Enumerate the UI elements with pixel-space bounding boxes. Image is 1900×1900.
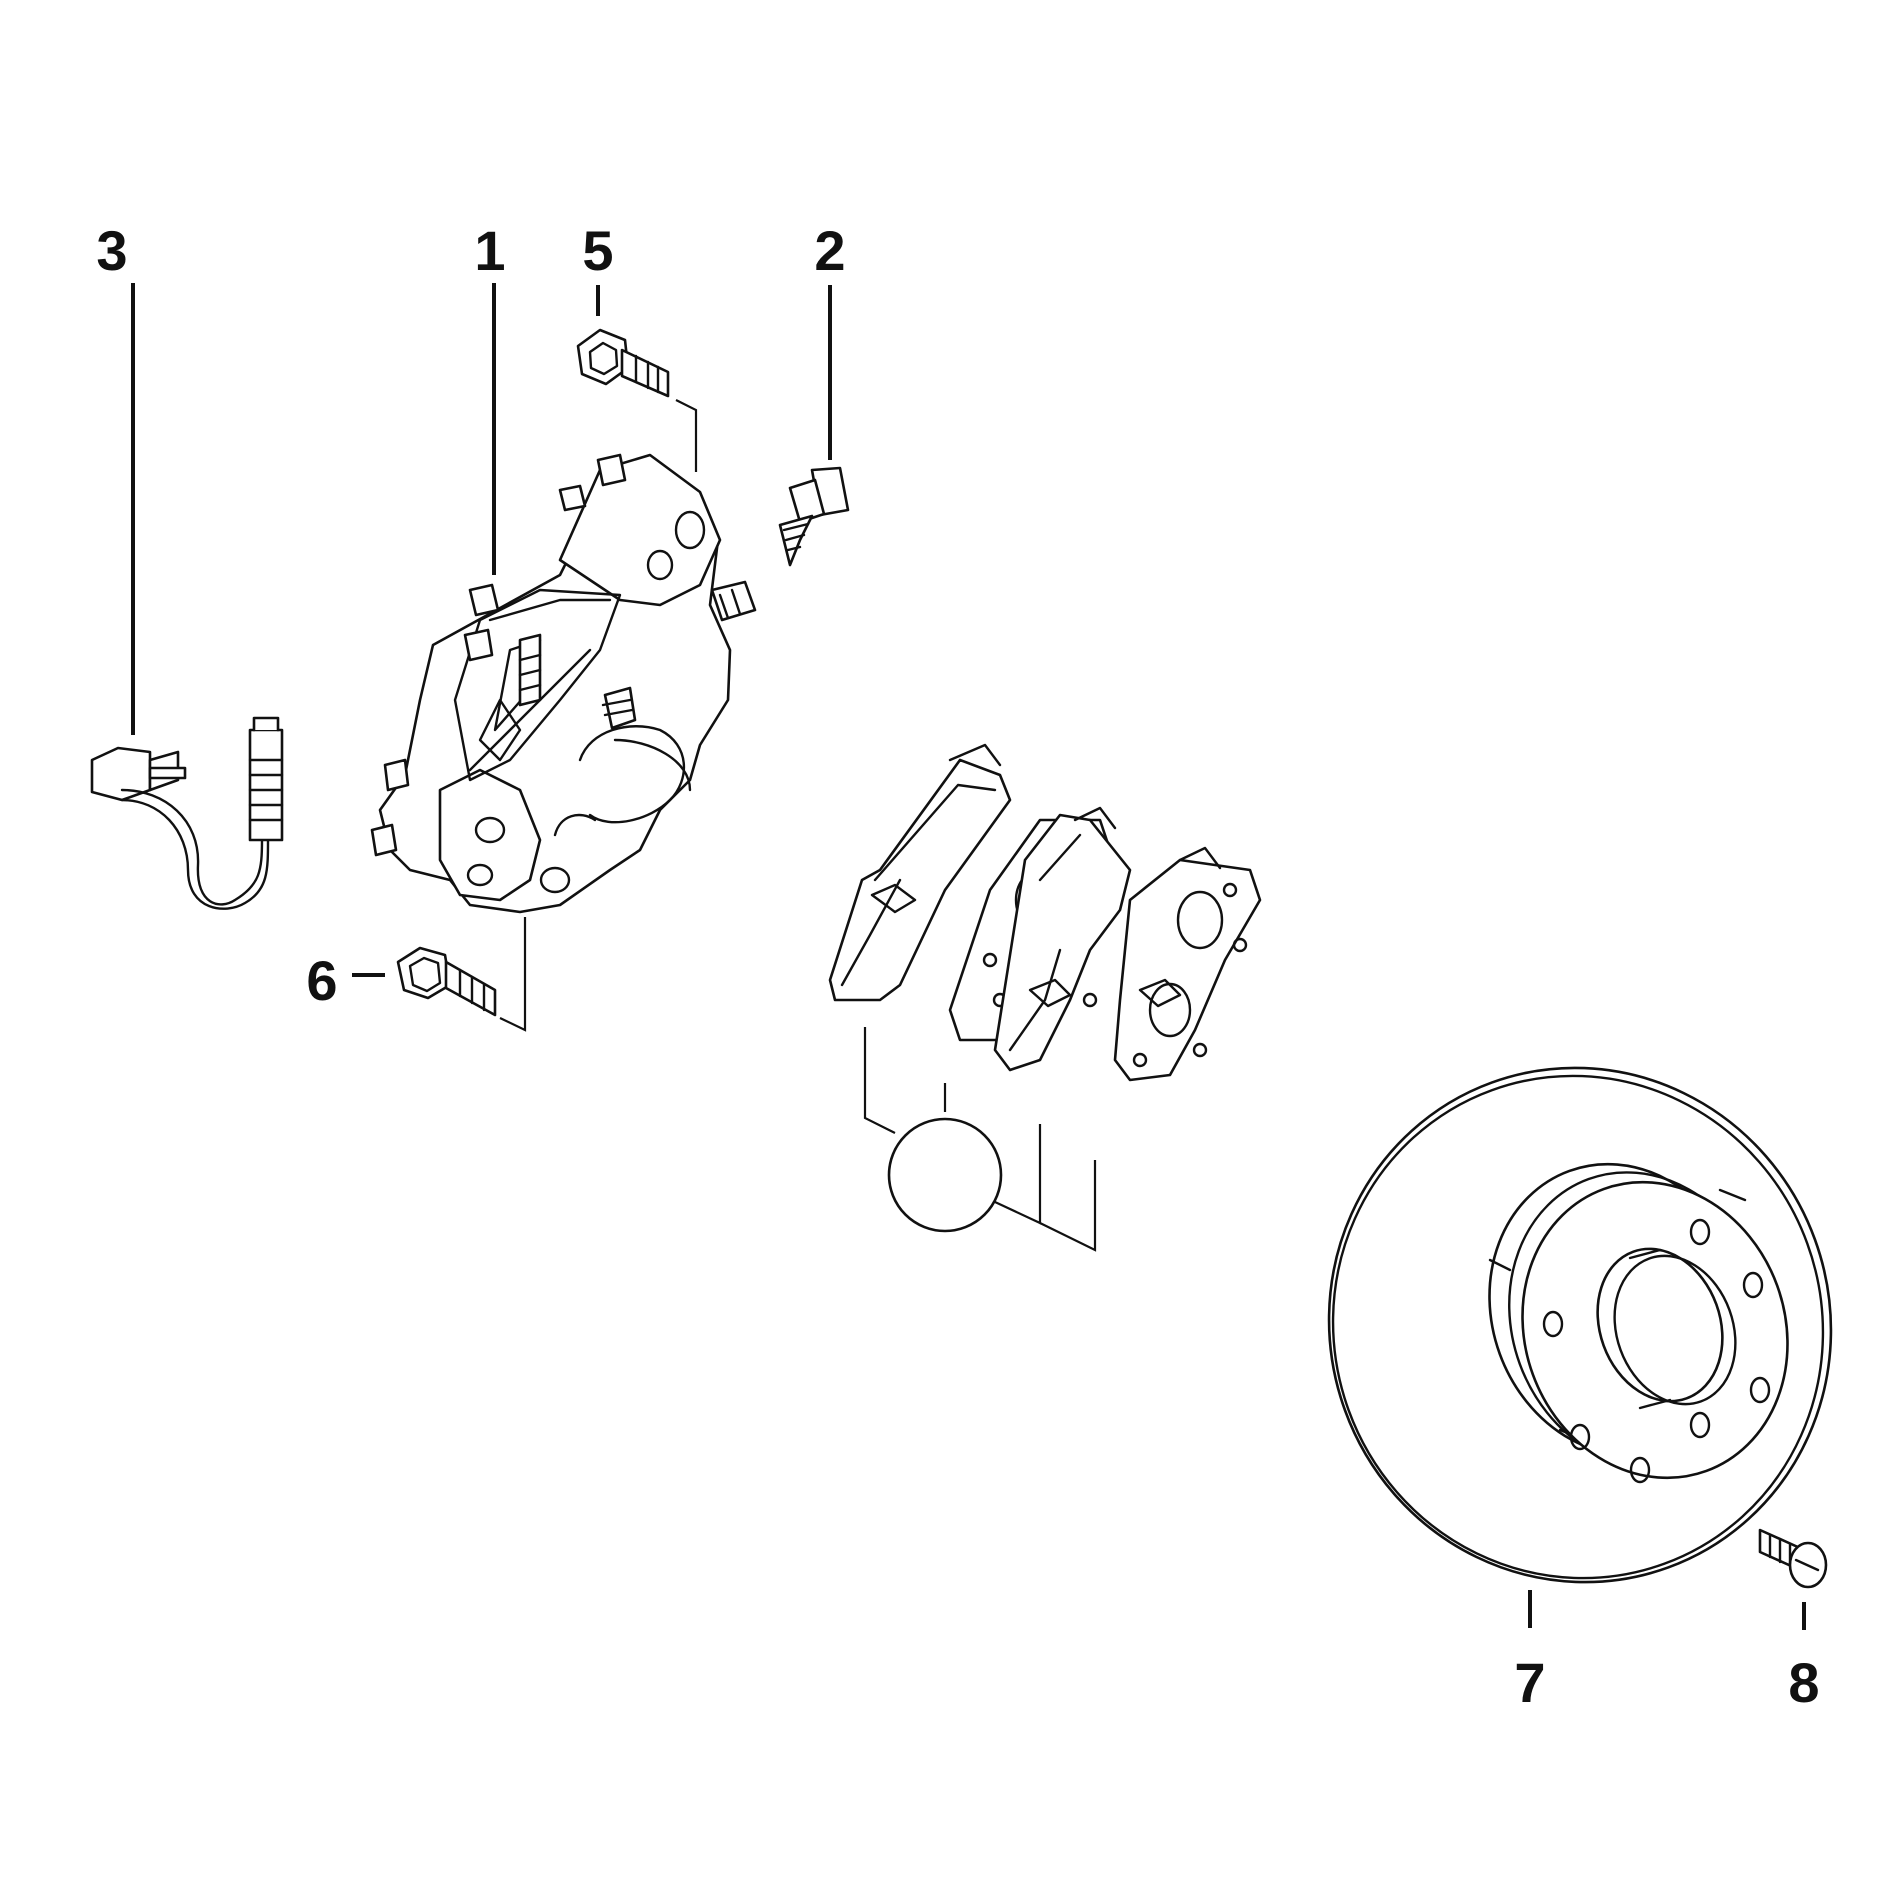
pads-callout-circle [887, 1117, 1003, 1233]
callout-8: 8 [1788, 1651, 1819, 1714]
callout-1: 1 [474, 219, 505, 282]
rotor-screw-8 [1758, 1528, 1828, 1589]
callout-3: 3 [96, 219, 127, 282]
callout-2: 2 [814, 219, 845, 282]
callout-6: 6 [306, 949, 337, 1012]
callout-5: 5 [582, 219, 613, 282]
caliper-bolt-6 [396, 946, 497, 1017]
caliper-bolt-5 [576, 328, 670, 398]
leader-lines [131, 283, 1806, 1630]
brake-caliper-1 [370, 453, 757, 914]
brake-pads-4 [828, 743, 1262, 1082]
bleeder-valve-2 [778, 466, 850, 567]
callout-7: 7 [1514, 1651, 1545, 1714]
brake-rotor-7 [1327, 1066, 1833, 1584]
wear-sensor-part [90, 716, 284, 910]
